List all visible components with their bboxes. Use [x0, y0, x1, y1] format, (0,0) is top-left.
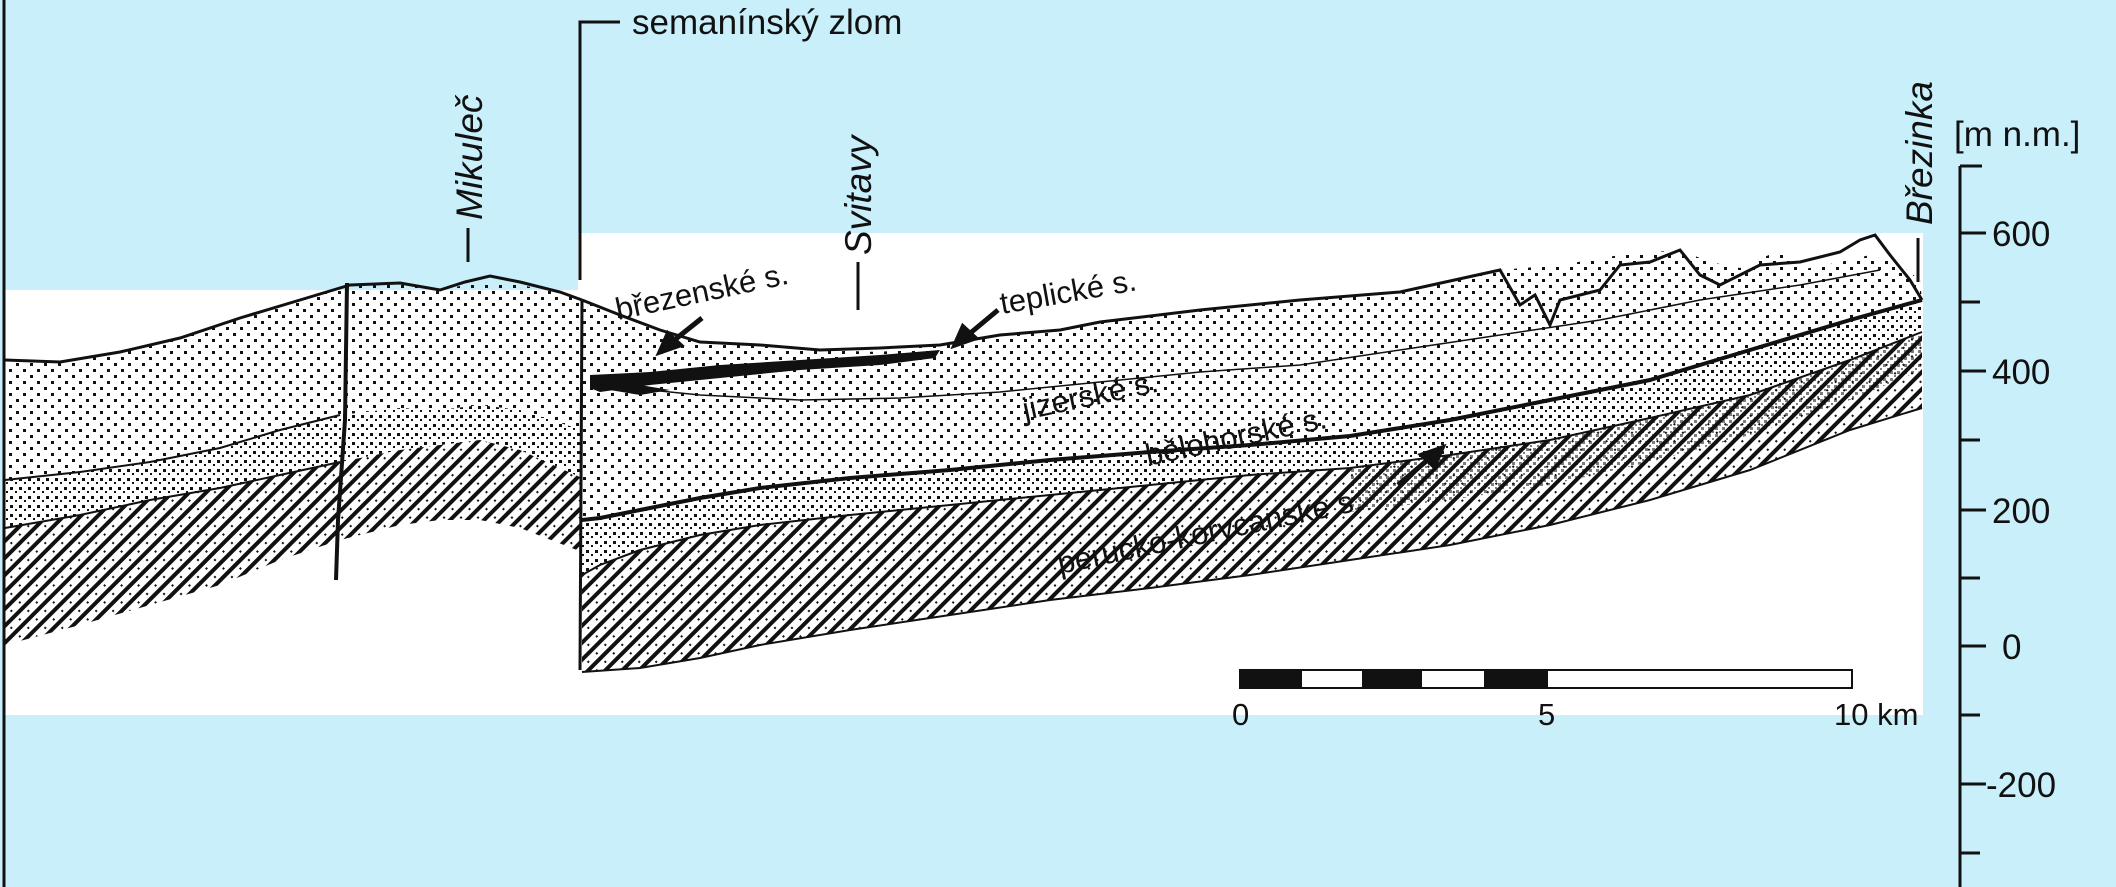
scale-segment-1	[1240, 670, 1302, 688]
scale-segment-3	[1484, 670, 1548, 688]
axis-label-400: 400	[1992, 353, 2050, 392]
scale-label-5: 5	[1538, 697, 1555, 732]
axis-label-minus200: -200	[1986, 766, 2056, 805]
place-mikulec: Mikuleč	[449, 94, 490, 262]
scale-label-0: 0	[1232, 697, 1249, 732]
semaninsky-fault-line	[580, 300, 582, 670]
axis-label-200: 200	[1992, 492, 2050, 531]
scale-label-10km: 10 km	[1834, 697, 1918, 732]
place-label: Březinka	[1899, 81, 1940, 225]
scale-segment-2	[1362, 670, 1422, 688]
axis-unit: [m n.m.]	[1954, 115, 2080, 154]
fault-label: semanínský zlom	[632, 3, 902, 42]
axis-label-0: 0	[2002, 628, 2021, 667]
place-label: Mikuleč	[449, 94, 490, 220]
axis-label-600: 600	[1992, 215, 2050, 254]
elevation-axis: [m n.m.] 600 400 200 0 -200	[1954, 115, 2080, 887]
place-label: Svitavy	[838, 133, 879, 255]
